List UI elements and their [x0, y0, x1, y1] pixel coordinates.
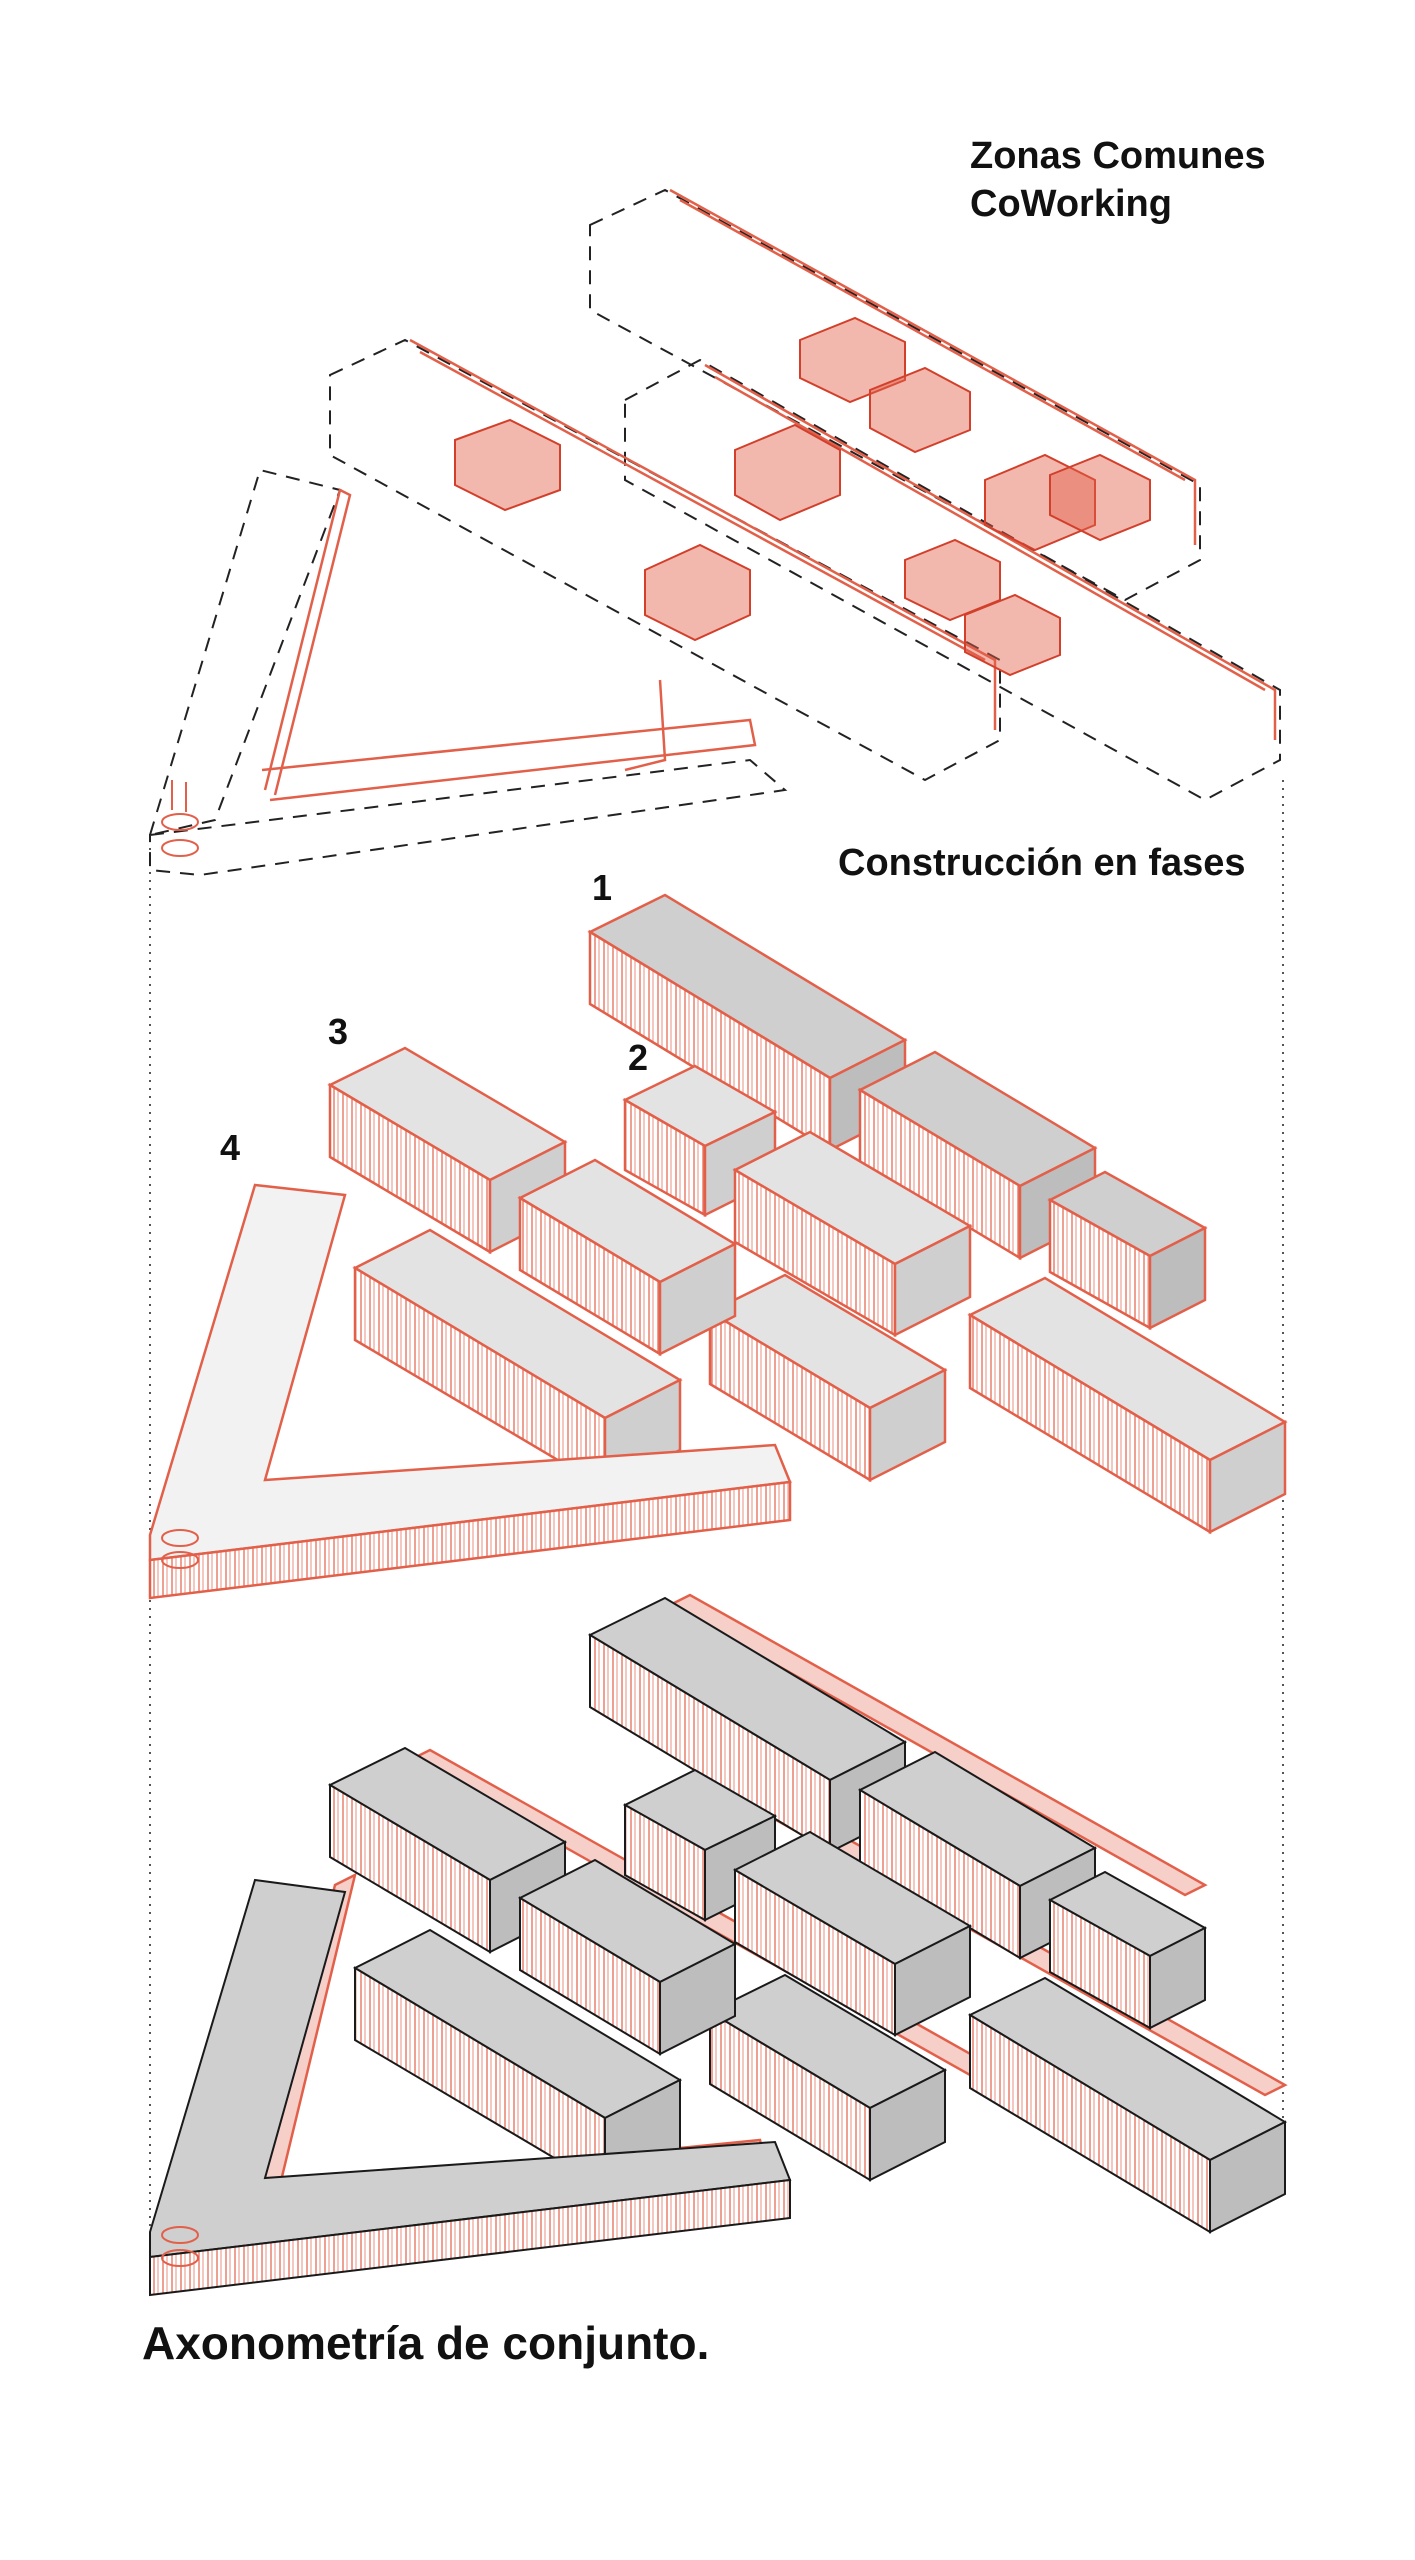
phase-1-block-c	[1047, 1170, 1208, 1331]
phase-2-block-b	[732, 1130, 973, 1338]
phases-axonometry	[148, 893, 1288, 1600]
phases-label: Construcción en fases	[838, 842, 1246, 884]
ensemble-block-4	[149, 1878, 792, 2297]
phase-3-number: 3	[328, 1011, 349, 1052]
phase-4-number: 4	[220, 1127, 241, 1168]
ensemble-block-2d	[967, 1976, 1288, 2234]
phase-2-block-d	[967, 1276, 1288, 1535]
circulation-core-top	[161, 780, 199, 857]
coworking-volumes	[454, 316, 1151, 677]
phase-2-number: 2	[628, 1037, 649, 1078]
corridor-walls	[261, 188, 1277, 802]
zones-label: Zonas Comunes CoWorking	[970, 132, 1266, 228]
phase-1-number: 1	[592, 867, 613, 908]
ensemble-block-3b	[517, 1858, 738, 2056]
diagram-caption: Axonometría de conjunto.	[142, 2317, 710, 2369]
phase-3-block-b	[517, 1158, 738, 1357]
zones-label-line-1: Zonas Comunes	[970, 135, 1266, 177]
ensemble-block-1c	[1047, 1870, 1208, 2030]
phase-2-block-a	[622, 1064, 778, 1218]
ensemble-block-2b	[732, 1830, 973, 2037]
phase-4-block	[148, 1183, 792, 1600]
circulation-core-mid	[161, 1529, 199, 1569]
ensemble-block-2c	[707, 1973, 948, 2182]
circulation-core-bottom	[161, 2226, 199, 2267]
zones-label-line-2: CoWorking	[970, 183, 1172, 225]
ensemble-block-3a	[327, 1746, 568, 1954]
ensemble-axonometry	[149, 1593, 1288, 2297]
coworking-axonometry	[148, 188, 1281, 877]
phase-2-block-c	[707, 1273, 948, 1483]
alignment-guides	[149, 780, 1284, 2290]
ensemble-block-1b	[857, 1750, 1098, 1960]
